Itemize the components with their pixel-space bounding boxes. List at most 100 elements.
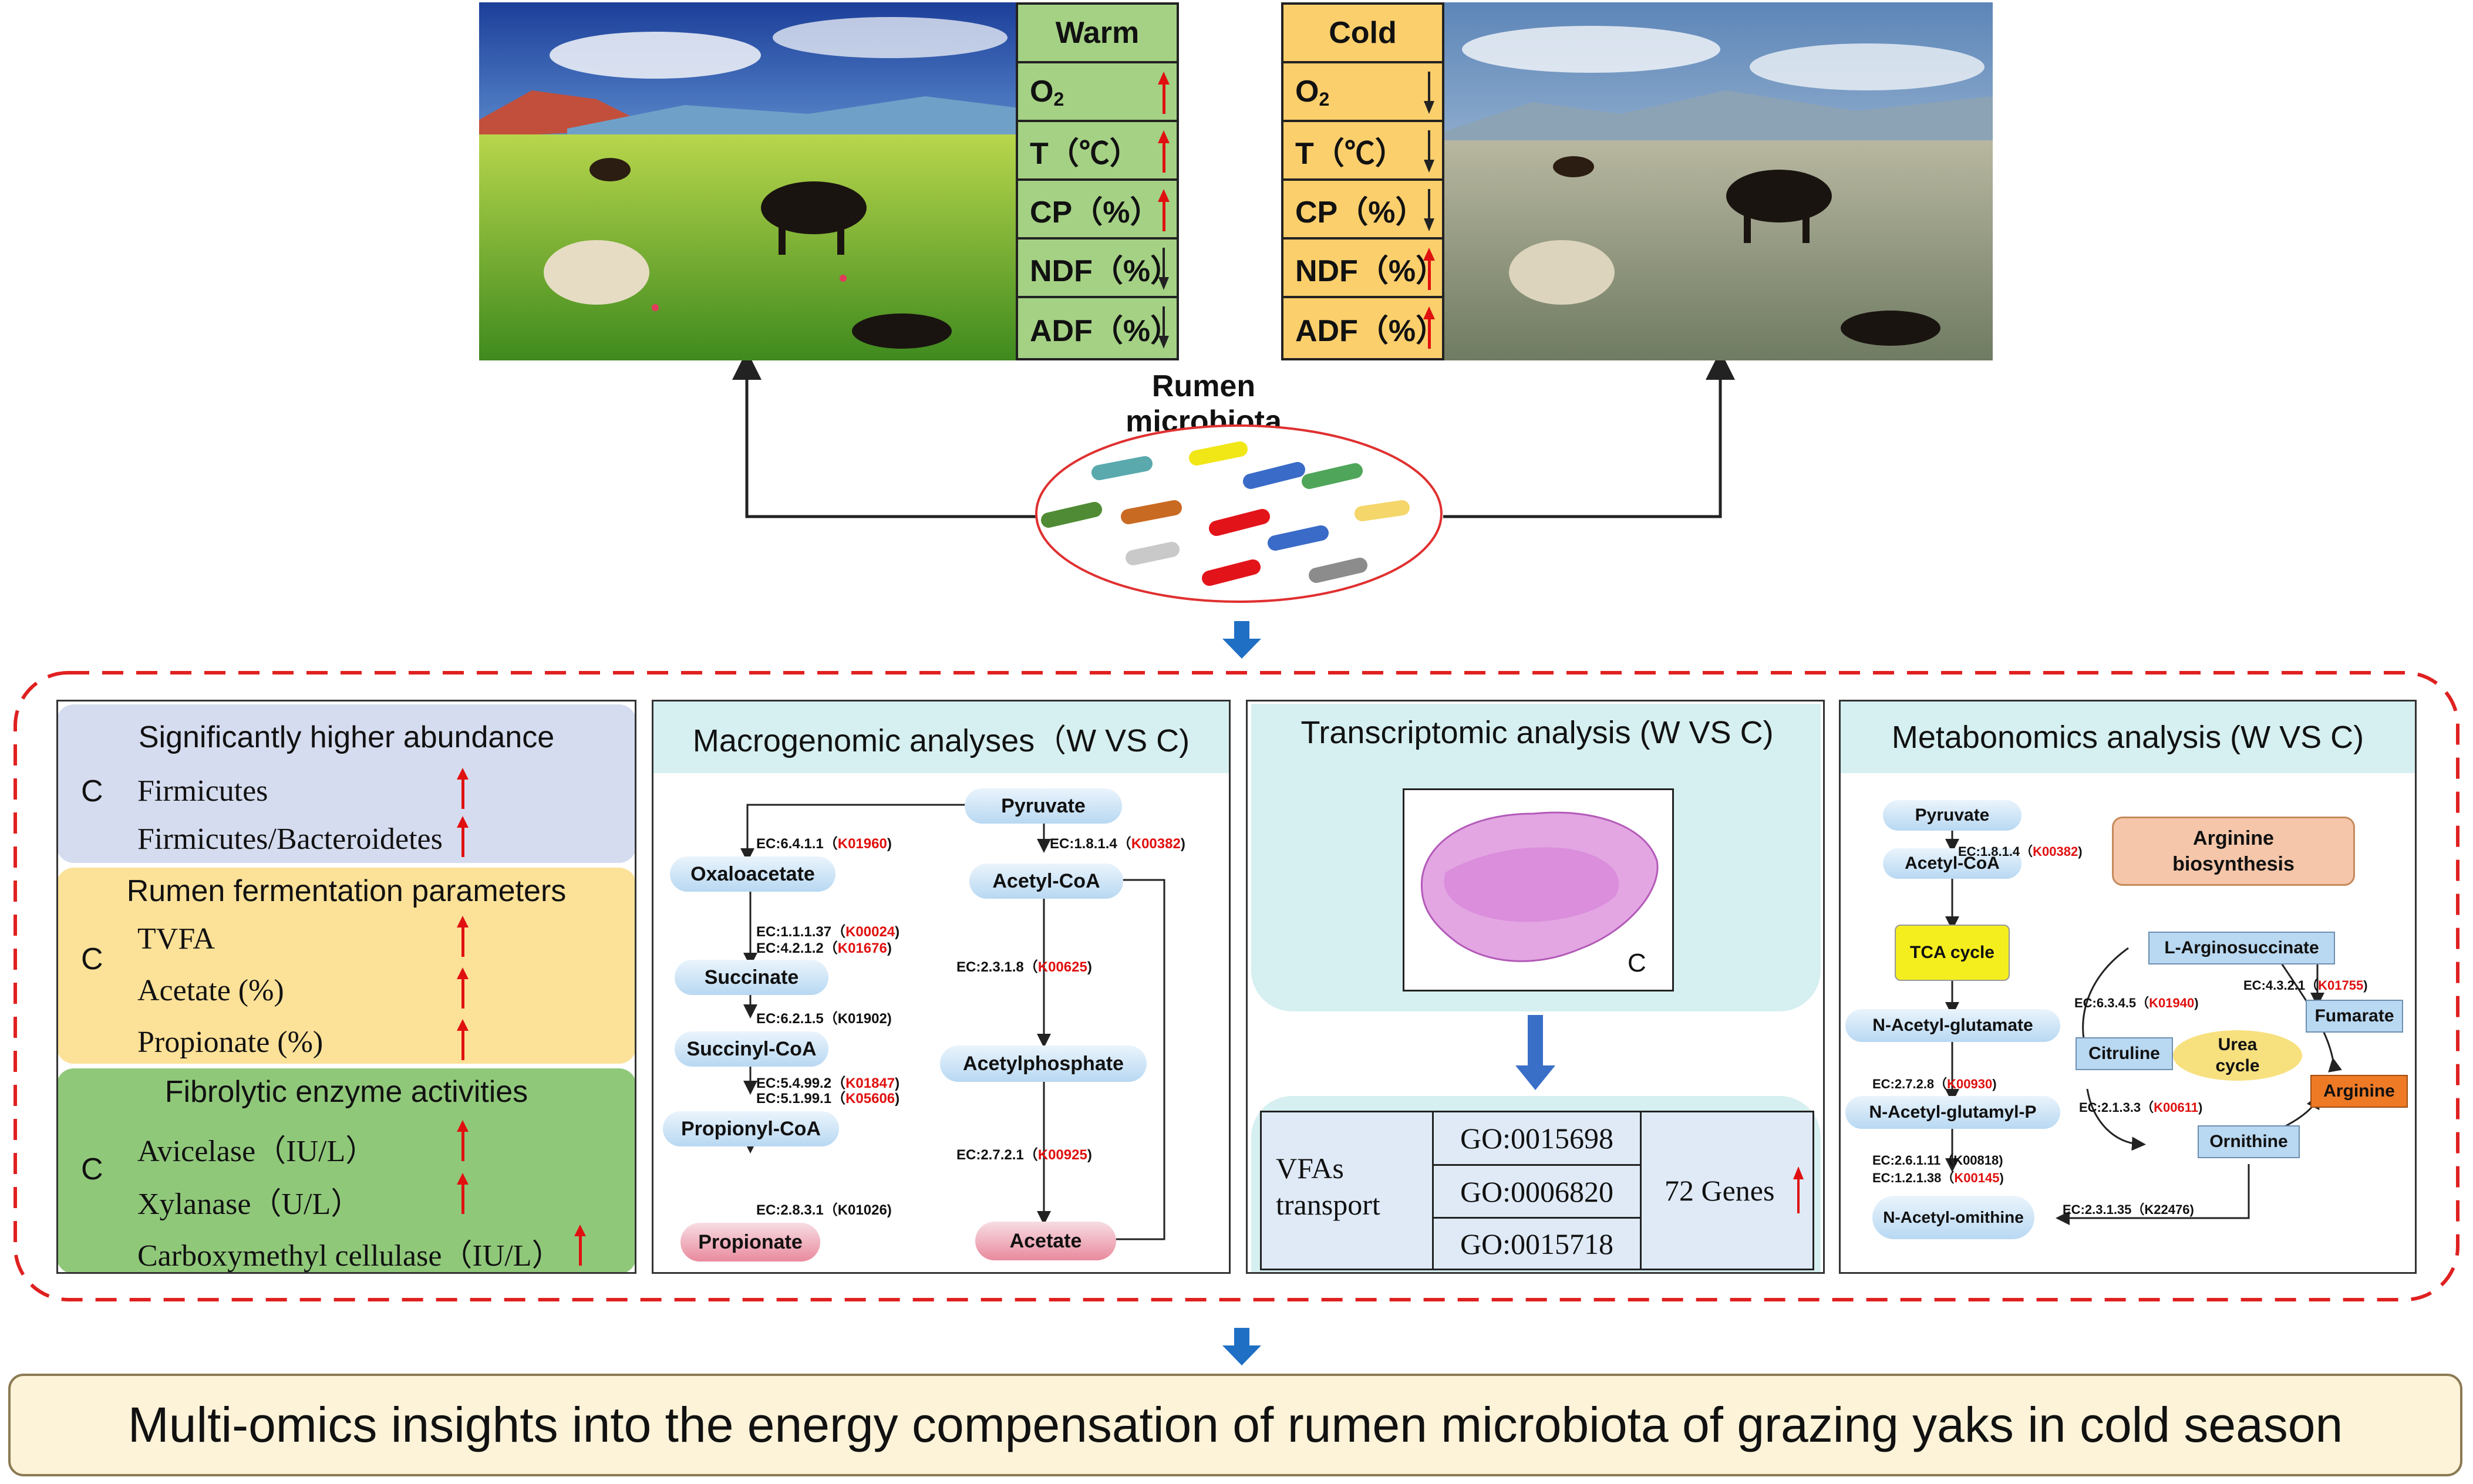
- up-arrow-icon: [457, 768, 469, 809]
- row-label: O: [1030, 75, 1054, 109]
- rumen-microbiota-illustration: [1035, 424, 1443, 603]
- node-acetyl-coa: Acetyl-CoA: [1883, 848, 2021, 879]
- group-label: C: [81, 1152, 103, 1186]
- ec-label: EC:1.8.1.4（K00382): [1050, 836, 1185, 852]
- bacterium-yellow: [1189, 441, 1248, 466]
- up-arrow-icon: [457, 1120, 469, 1161]
- section-abundance: Significantly higher abundance C Firmicu…: [56, 704, 636, 863]
- up-arrow-icon: [1793, 1166, 1804, 1213]
- node-succinate: Succinate: [675, 960, 828, 995]
- node-acetylphosphate: Acetylphosphate: [940, 1045, 1147, 1082]
- node-n-acetyl-glutamate: N-Acetyl-glutamate: [1845, 1009, 2060, 1042]
- row-label: CP（%）: [1030, 195, 1161, 230]
- section-fibrolytic: Fibrolytic enzyme activities C Avicelase…: [56, 1068, 636, 1274]
- panel-metabonomics: Metabonomics analysis (W VS C) Pyruvate …: [1839, 700, 2417, 1274]
- item-cmcase: Carboxymethyl cellulase（IU/L）: [137, 1239, 562, 1273]
- ec-label: EC:4.3.2.1（K01755): [2243, 978, 2368, 993]
- item-acetate: Acetate (%): [137, 974, 284, 1007]
- up-arrow-icon: [457, 916, 469, 957]
- ec-label: EC:2.3.1.35（K22476): [2063, 1202, 2194, 1217]
- row-label: ADF（%）: [1030, 313, 1181, 348]
- ec-label: EC:2.1.3.3（K00611): [2079, 1100, 2203, 1115]
- panel-macrogenomic: Macrogenomic analyses（W VS C) Pyruvate A…: [652, 700, 1231, 1274]
- node-urea-cycle: Urea cycle: [2173, 1030, 2302, 1081]
- warm-row-ndf: NDF（%）: [1018, 240, 1181, 298]
- row-label: NDF（%）: [1030, 254, 1181, 288]
- ec-label: EC:6.2.1.5（K01902): [756, 1011, 892, 1027]
- bacterium-darkgreen: [1041, 502, 1102, 528]
- up-arrow-icon: [1158, 189, 1170, 231]
- ec-label: EC:2.8.3.1（K01026): [756, 1202, 892, 1218]
- go-term-1: GO:0015698: [1460, 1122, 1614, 1155]
- bacterium-gray: [1309, 558, 1367, 583]
- warm-season-landscape: [479, 2, 1019, 360]
- item-firmicutes-bacteroidetes: Firmicutes/Bacteroidetes: [137, 822, 443, 856]
- go-row-label: VFAs transport: [1276, 1152, 1380, 1221]
- section-title: Fibrolytic enzyme activities: [164, 1075, 528, 1109]
- ec-label: EC:5.4.99.2（K01847): [756, 1075, 900, 1091]
- ec-label: EC:2.3.1.8（K00625): [956, 959, 1092, 975]
- node-l-arginosuccinate: L-Arginosuccinate: [2148, 932, 2335, 964]
- flow-arrow-2: [1222, 1328, 1261, 1365]
- node-arginine-biosynthesis: Arginine biosynthesis: [2112, 817, 2355, 886]
- ec-label: EC:1.2.1.38（K00145): [1872, 1171, 2004, 1185]
- node-pyruvate: Pyruvate: [1883, 800, 2021, 831]
- row-label: NDF（%）: [1295, 254, 1447, 288]
- down-arrow-icon: [1424, 72, 1434, 114]
- item-propionate: Propionate (%): [137, 1026, 324, 1059]
- ec-label: EC:5.1.99.1（K05606): [756, 1091, 900, 1107]
- cold-row-ndf: NDF（%）: [1283, 240, 1447, 298]
- flow-arrow-1: [1222, 621, 1261, 659]
- ec-label: EC:2.7.2.1（K00925): [956, 1147, 1092, 1163]
- node-acetyl-coa: Acetyl-CoA: [969, 864, 1123, 899]
- node-succinyl-coa: Succinyl-CoA: [675, 1031, 828, 1067]
- down-arrow-icon: [1158, 306, 1169, 349]
- panel-title: Transcriptomic analysis (W VS C): [1300, 715, 1774, 750]
- go-term-2: GO:0006820: [1460, 1175, 1614, 1208]
- panel-title: Metabonomics analysis (W VS C): [1841, 701, 2415, 773]
- row-label: CP（%）: [1295, 195, 1426, 230]
- node-n-acetyl-glutamyl-p: N-Acetyl-glutamyl-P: [1845, 1096, 2060, 1129]
- row-label: O: [1295, 75, 1319, 109]
- ec-label: EC:6.3.4.5（K01940): [2074, 996, 2199, 1010]
- ec-label: EC:1.1.1.37（K00024): [756, 924, 900, 940]
- connector-left: [732, 350, 1038, 518]
- up-arrow-icon: [457, 1019, 469, 1060]
- item-avicelase: Avicelase（IU/L）: [137, 1135, 376, 1168]
- group-label: C: [81, 774, 103, 808]
- down-arrow-icon: [1424, 189, 1434, 231]
- go-term-3: GO:0015718: [1460, 1227, 1614, 1260]
- ec-label: EC:2.6.1.11（K00818): [1872, 1153, 2003, 1168]
- node-fumarate: Fumarate: [2306, 1000, 2403, 1033]
- conclusion-banner: Multi-omics insights into the energy com…: [8, 1374, 2462, 1476]
- node-propionate: Propionate: [680, 1223, 820, 1262]
- bacterium-red: [1209, 509, 1270, 536]
- bacterium-red2: [1202, 559, 1261, 586]
- up-arrow-icon: [457, 816, 469, 857]
- panel-title: Macrogenomic analyses（W VS C): [653, 701, 1229, 773]
- down-arrow-icon: [1158, 248, 1169, 290]
- warm-table-header: Warm: [1018, 5, 1177, 63]
- cold-season-landscape: [1444, 2, 1993, 360]
- tissue-micrograph: C: [1403, 788, 1674, 991]
- cold-row-cp: CP（%）: [1283, 181, 1442, 240]
- up-arrow-icon: [1158, 130, 1170, 173]
- bacterium-blue: [1243, 462, 1305, 489]
- bacterium-lightgray: [1126, 542, 1180, 565]
- section-fermentation: Rumen fermentation parameters C TVFA Ace…: [56, 868, 636, 1064]
- section-title: Significantly higher abundance: [138, 720, 555, 754]
- node-citruline: Citruline: [2076, 1037, 2173, 1070]
- warm-row-t: T（℃）: [1018, 122, 1177, 181]
- item-xylanase: Xylanase（U/L）: [137, 1188, 362, 1221]
- item-tvfa: TVFA: [137, 922, 215, 956]
- warm-row-adf: ADF（%）: [1018, 298, 1181, 357]
- bacterium-blue2: [1268, 525, 1329, 551]
- group-label: C: [81, 942, 103, 976]
- down-flow-arrow-icon: [1515, 1015, 1555, 1090]
- warm-row-cp: CP（%）: [1018, 181, 1177, 240]
- section-title: Rumen fermentation parameters: [126, 874, 567, 908]
